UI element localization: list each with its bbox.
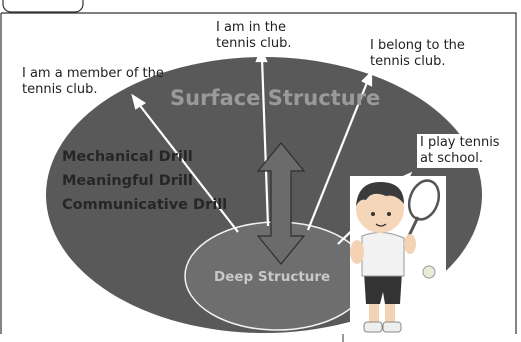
sentence-play-tennis: I play tennis at school. xyxy=(417,134,503,168)
top-tab xyxy=(2,0,84,13)
arrow-1 xyxy=(137,102,239,233)
sentence-member: I am a member of the tennis club. xyxy=(22,66,164,97)
drill-communicative: Communicative Drill xyxy=(62,197,228,213)
arrow-3-head xyxy=(361,70,373,87)
arrow-2 xyxy=(260,57,270,227)
arrow-2-head xyxy=(255,47,268,63)
double-arrow xyxy=(256,142,306,265)
drill-mechanical: Mechanical Drill xyxy=(62,149,193,165)
sentence-belong: I belong to the tennis club. xyxy=(370,38,465,69)
surface-structure-label: Surface Structure xyxy=(170,86,381,110)
tennis-player-illustration xyxy=(350,176,446,336)
arrow-1-head xyxy=(131,93,147,110)
drill-meaningful: Meaningful Drill xyxy=(62,173,193,189)
sentence-in-club: I am in the tennis club. xyxy=(216,20,292,51)
frame xyxy=(0,12,517,334)
arrow-3 xyxy=(306,79,370,231)
deep-structure-label: Deep Structure xyxy=(214,269,331,285)
